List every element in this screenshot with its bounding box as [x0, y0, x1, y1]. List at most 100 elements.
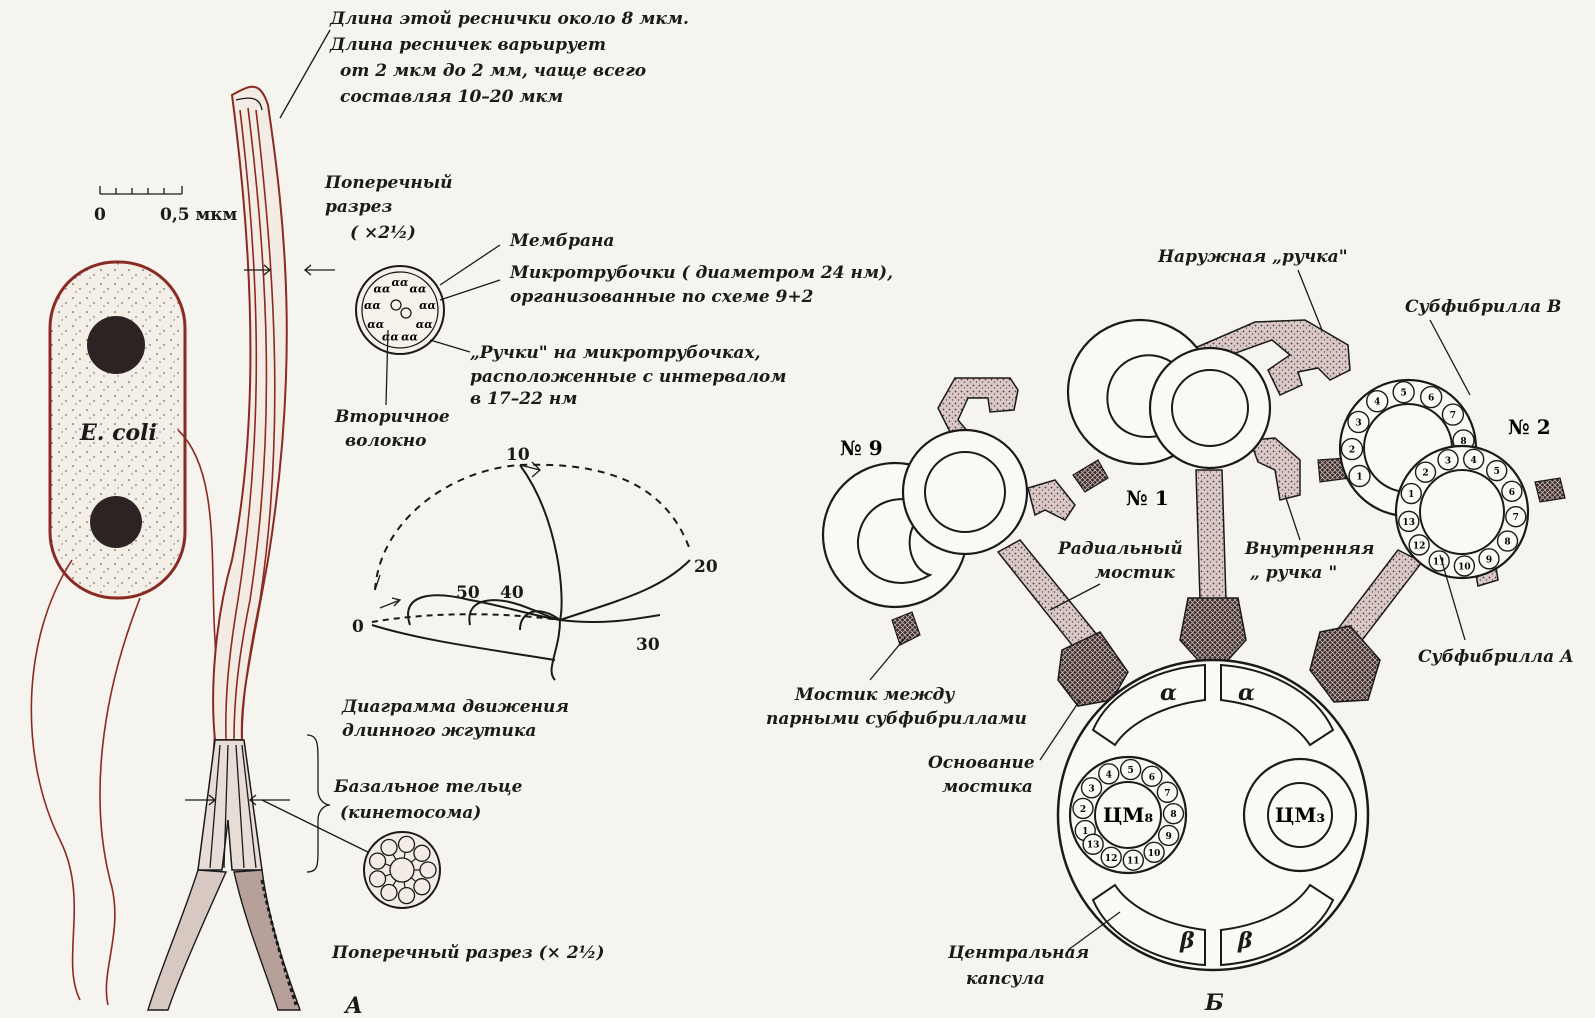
basal-body-line-1: Базальное тельце	[333, 777, 523, 797]
spoke-head-1	[1180, 598, 1246, 660]
arms-line-3: в 17–22 нм	[470, 389, 577, 409]
ringA-number: 2	[1422, 469, 1428, 479]
ringA-number: 9	[1486, 555, 1492, 565]
alpha-right: α	[1238, 680, 1255, 706]
cross-section-line-3: ( ×2½)	[350, 223, 416, 243]
mini-doublet: αα	[367, 318, 384, 331]
inner-arm-line-2: „ ручка "	[1250, 563, 1337, 583]
mini-doublet: αα	[382, 330, 399, 343]
ringA-number: 6	[1509, 488, 1515, 498]
ringB-number: 5	[1401, 389, 1407, 399]
panel-a-label: А	[343, 993, 363, 1018]
ringCM8-number: 10	[1148, 849, 1161, 859]
radial-spoke-line-2: мостик	[1095, 563, 1175, 583]
motion-num-10: 10	[506, 445, 530, 465]
ringA-number: 1	[1408, 490, 1414, 500]
ringA-number: 3	[1445, 456, 1451, 466]
doublet-9-label: № 9	[840, 436, 883, 460]
motion-num-20: 20	[694, 557, 718, 577]
nexin-link-1	[1073, 460, 1108, 492]
spoke-base-line-2: мостика	[942, 777, 1033, 797]
mini-doublet: αα	[392, 276, 409, 289]
ringA-number: 13	[1403, 518, 1416, 528]
mini-doublet: αα	[419, 299, 436, 312]
ringCM8-number: 3	[1088, 784, 1094, 794]
radial-spoke-1	[1196, 470, 1226, 600]
ringCM8-number: 4	[1106, 770, 1112, 780]
ringCM8-number: 11	[1127, 857, 1140, 867]
beta-right: β	[1237, 928, 1253, 954]
cross-section-line-2: разрез	[325, 197, 392, 217]
mini-doublet: αα	[364, 299, 381, 312]
ecoli-cell: E. coli	[31, 262, 216, 1005]
cilium-length-line-2: Длина ресничек варьирует	[329, 35, 606, 55]
subfibril-b-label: Субфибрилла В	[1405, 297, 1561, 317]
nexin-line-2: парными субфибриллами	[766, 709, 1027, 729]
doublet-2-label: № 2	[1508, 415, 1551, 439]
ringA-number: 4	[1471, 456, 1477, 466]
ringCM8-number: 5	[1128, 766, 1134, 776]
scale-bar: 0 0,5 мкм	[94, 186, 238, 225]
panel-b: 12345678910 12345678910111213 1234567891…	[766, 247, 1574, 1016]
cm8-label: ЦМ₈	[1103, 803, 1153, 827]
mini-doublet: αα	[374, 283, 391, 296]
motion-num-40: 40	[500, 583, 524, 603]
basal-body-line-2: (кинетосома)	[340, 803, 481, 823]
central-capsule-line-1: Центральная	[947, 943, 1089, 963]
secondary-fiber-line-2: волокно	[345, 431, 427, 451]
ringCM8-number: 9	[1166, 832, 1172, 842]
ringA-number: 8	[1504, 538, 1510, 548]
beta-left: β	[1179, 928, 1195, 954]
motion-num-30: 30	[636, 635, 660, 655]
ringB-number: 1	[1356, 473, 1362, 483]
cm3-label: ЦМ₃	[1275, 803, 1325, 827]
ringCM8-number: 7	[1164, 789, 1170, 799]
microtubules-line-2: организованные по схеме 9+2	[510, 287, 814, 307]
alpha-left: α	[1160, 680, 1177, 706]
spoke-head-2	[1310, 626, 1380, 702]
ringCM8-number: 6	[1149, 773, 1155, 783]
ringA-number: 12	[1413, 541, 1426, 551]
nexin-link-9	[892, 612, 920, 645]
doublet-1-label: № 1	[1126, 486, 1169, 510]
ringA-number: 10	[1458, 562, 1471, 572]
cilium-length-note: Длина этой реснички около 8 мкм. Длина р…	[280, 9, 689, 118]
motion-num-0: 0	[352, 617, 364, 637]
ringCM8-number: 2	[1080, 805, 1086, 815]
nucleoid-top	[87, 316, 145, 374]
inner-arm-line-1: Внутренняя	[1244, 539, 1374, 559]
arms-line-1: „Ручки" на микротрубочках,	[470, 343, 761, 363]
nexin-line-1: Мостик между	[794, 685, 955, 705]
cross-section-line-1: Поперечный	[324, 173, 452, 193]
basal-cross-section-label: Поперечный разрез (× 2½)	[331, 943, 604, 963]
cilium-length-line-1: Длина этой реснички около 8 мкм.	[329, 9, 689, 29]
nucleoid-bottom	[90, 496, 142, 548]
mini-doublet: αα	[410, 283, 427, 296]
motion-caption-line-2: длинного жгутика	[342, 721, 536, 741]
ringCM8-number: 13	[1087, 841, 1100, 851]
secondary-fiber-line-1: Вторичное	[334, 407, 450, 427]
radial-spoke-line-1: Радиальный	[1057, 539, 1183, 559]
membrane-label: Мембрана	[509, 231, 614, 251]
ringCM8-number: 12	[1105, 854, 1118, 864]
inner-arm-9	[1028, 480, 1075, 520]
arms-line-2: расположенные с интервалом	[470, 367, 786, 387]
subfibril-a-label: Субфибрилла А	[1418, 647, 1574, 667]
ringB-number: 3	[1355, 418, 1361, 428]
ringB-number: 2	[1349, 446, 1355, 456]
ecoli-label: E. coli	[79, 420, 157, 446]
panel-b-label: Б	[1204, 990, 1224, 1016]
mini-doublet: αα	[401, 330, 418, 343]
ringA-number: 5	[1494, 467, 1500, 477]
scale-value: 0,5 мкм	[160, 205, 238, 225]
microtubules-line-1: Микротрубочки ( диаметром 24 нм),	[509, 263, 893, 283]
nexin-link-2b	[1535, 478, 1565, 502]
ringB-number: 6	[1428, 394, 1434, 404]
cilium-length-line-3: от 2 мкм до 2 мм, чаще всего	[340, 61, 646, 81]
scale-zero: 0	[94, 205, 106, 225]
cilium-length-line-4: составляя 10–20 мкм	[340, 87, 563, 107]
panel-a: 0 0,5 мкм E. coli	[31, 9, 893, 1018]
ringB-number: 4	[1374, 398, 1380, 408]
outer-arm-label: Наружная „ручка"	[1157, 247, 1348, 267]
